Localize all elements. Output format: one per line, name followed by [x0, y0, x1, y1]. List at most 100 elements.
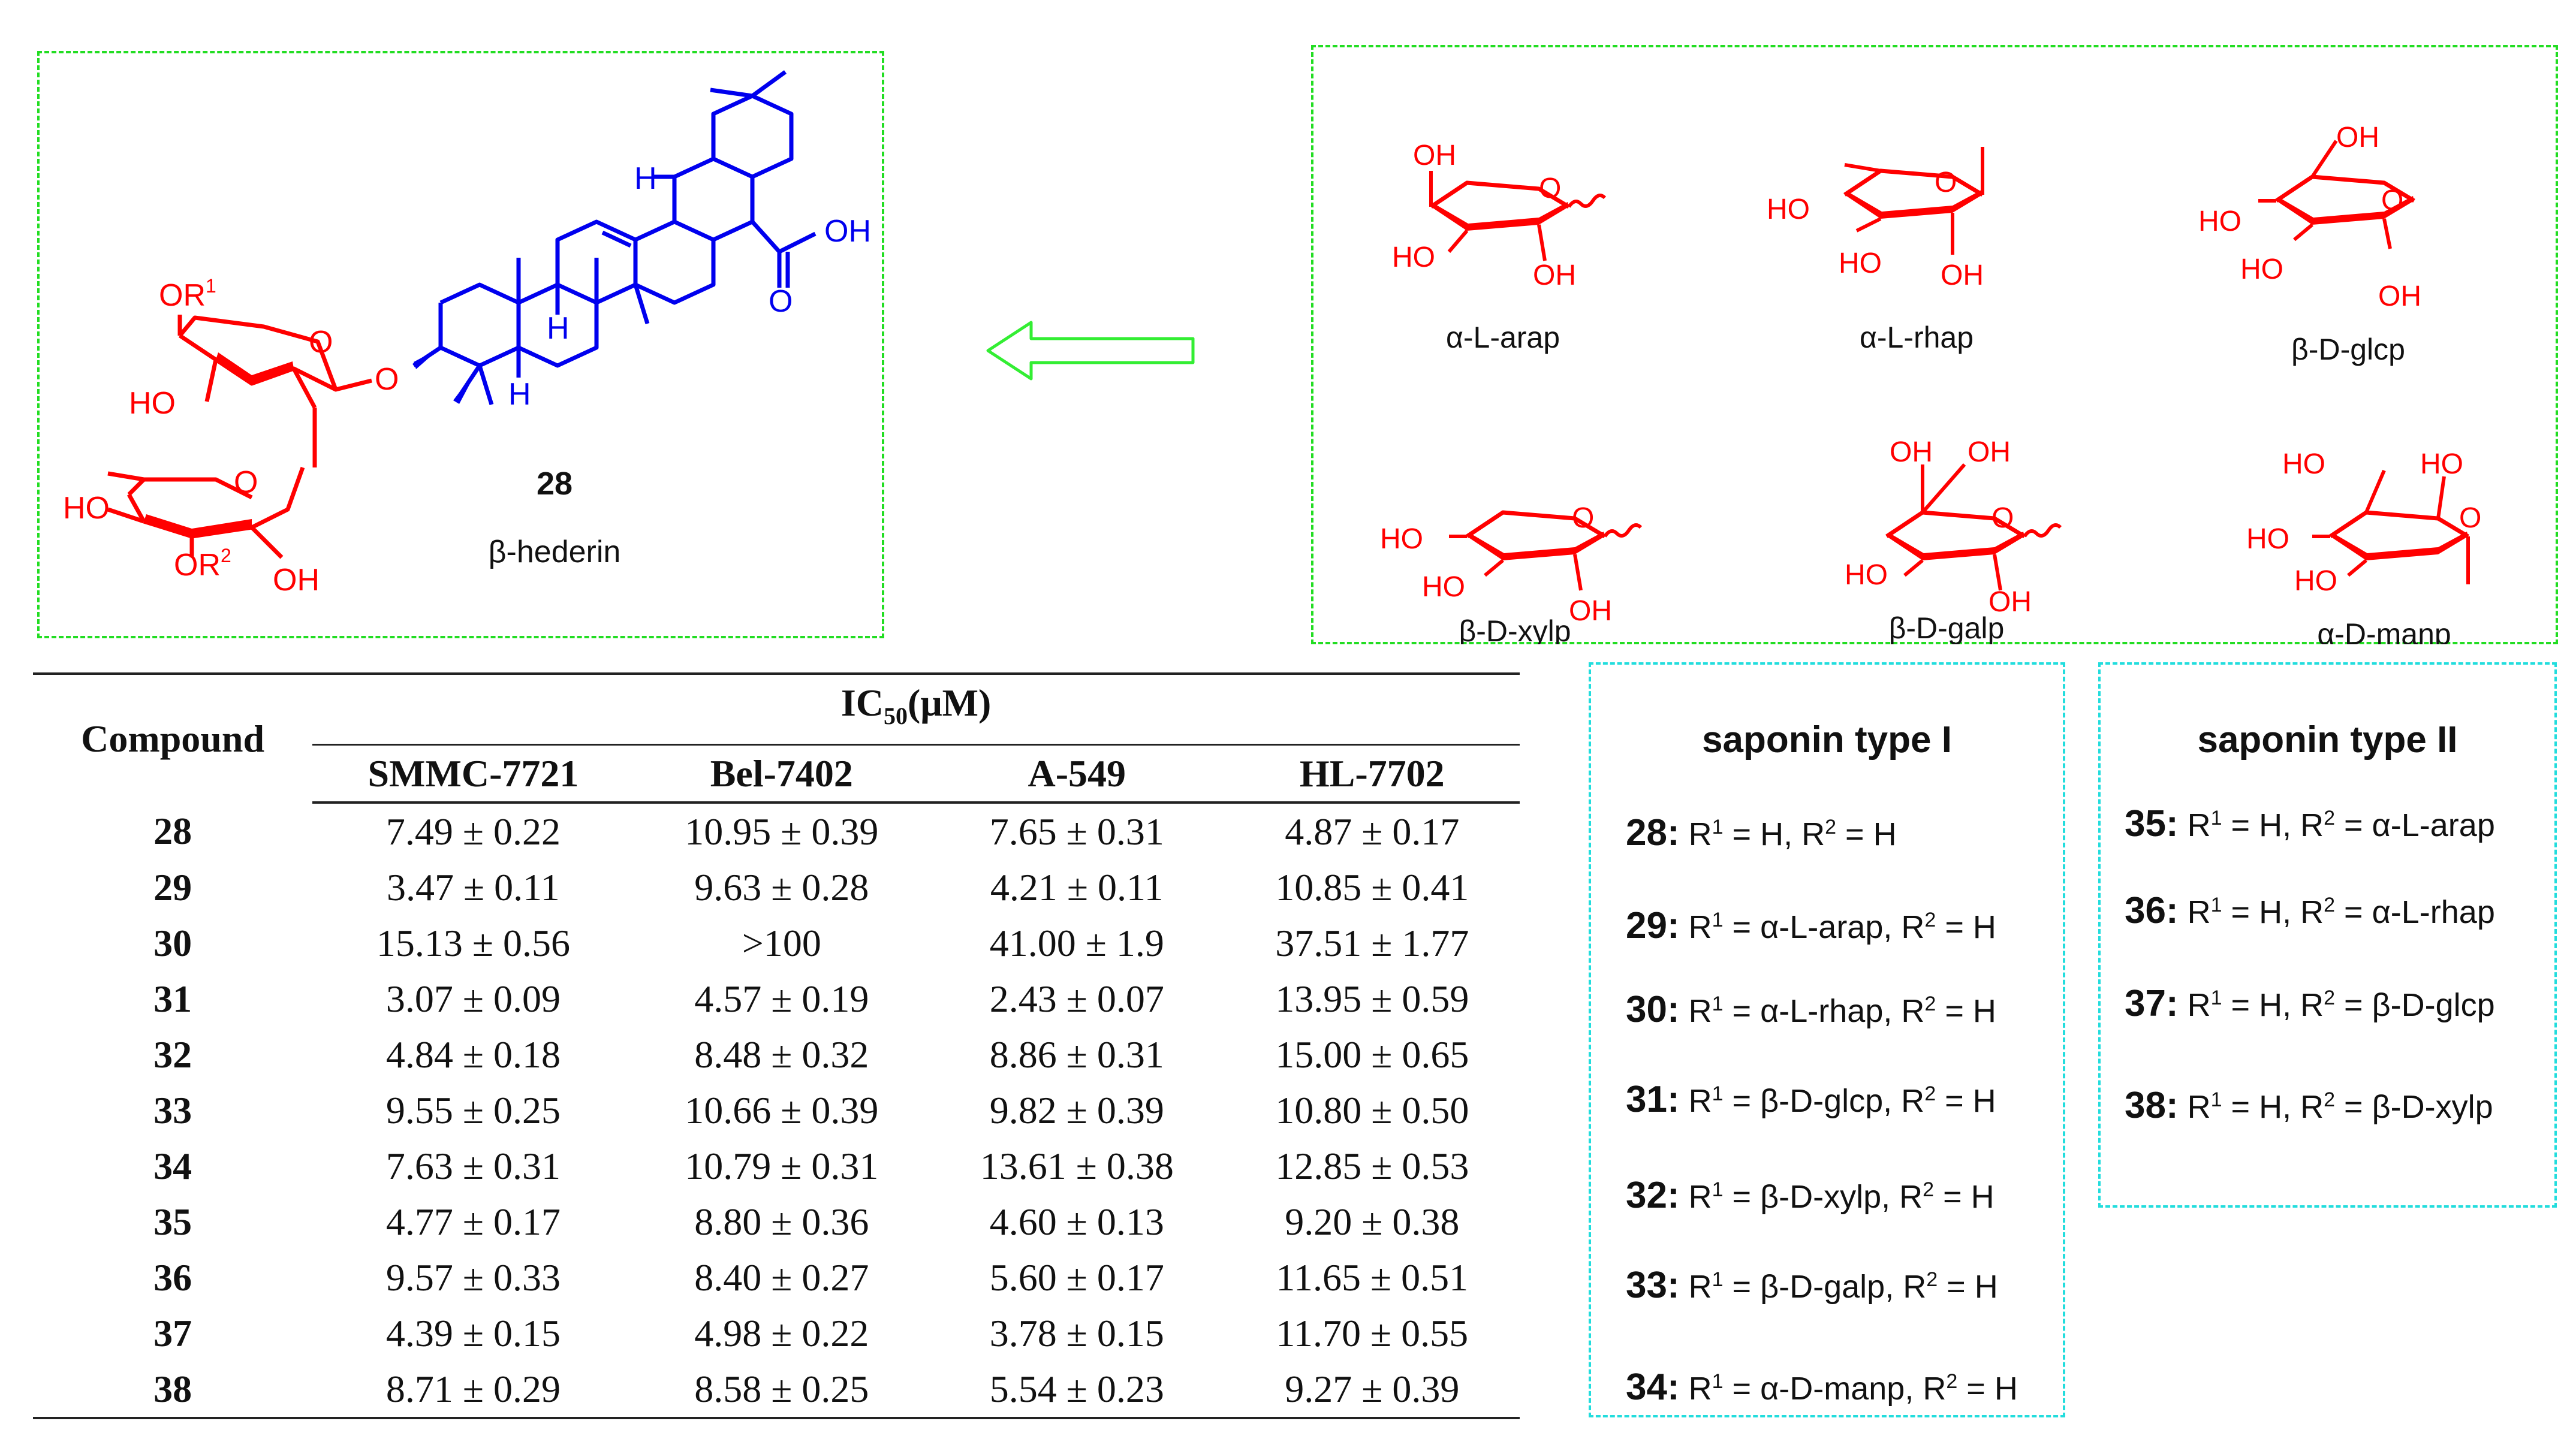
sugar-label: α-L-rhap [1860, 321, 1974, 354]
ic50-value: 7.65 ± 0.31 [989, 810, 1164, 853]
compound-id: 34 [153, 1144, 192, 1187]
svg-text:HO: HO [2246, 523, 2289, 555]
ho-label-upper: HO [129, 386, 176, 421]
ic50-value: 9.57 ± 0.33 [385, 1256, 561, 1299]
o-label-upper-ring: O [309, 325, 333, 360]
substituent-row: 30: R1 = α-L-rhap, R2 = H [1626, 989, 1996, 1030]
or1-label: OR1 [159, 275, 216, 313]
ic50-value: 4.39 ± 0.15 [385, 1311, 561, 1354]
ic50-value: 4.60 ± 0.13 [989, 1200, 1164, 1243]
row-id: 34: [1626, 1366, 1680, 1408]
ic50-value: 4.21 ± 0.11 [990, 865, 1164, 909]
substituent-row: 33: R1 = β-D-galp, R2 = H [1626, 1265, 1998, 1306]
sugar-label: β-D-xylp [1459, 614, 1571, 644]
ic50-value: 2.43 ± 0.07 [989, 977, 1164, 1020]
r1-value: α-L-arap [1760, 909, 1884, 945]
ho-label-lower: HO [63, 491, 110, 526]
r1-value: β-D-galp [1760, 1269, 1885, 1305]
svg-text:O: O [2381, 185, 2403, 216]
ic50-value: 41.00 ± 1.9 [989, 921, 1164, 964]
substituent-row: 28: R1 = H, R2 = H [1626, 812, 1897, 853]
col-header: Bel-7402 [634, 744, 930, 804]
ic50-value: 10.80 ± 0.50 [1275, 1088, 1469, 1132]
ic50-value: 13.95 ± 0.59 [1275, 977, 1469, 1020]
svg-text:OH: OH [1890, 436, 1933, 468]
ic50-table: Compound IC50(μM) SMMC-7721 Bel-7402 A-5… [33, 672, 1520, 1419]
svg-text:HO: HO [2198, 206, 2241, 237]
row-id: 32: [1626, 1175, 1680, 1216]
ic50-value: 10.95 ± 0.39 [685, 810, 879, 853]
svg-text:HO: HO [1845, 559, 1888, 591]
oh-label-lower: OH [273, 563, 320, 598]
ic50-value: 10.85 ± 0.41 [1275, 865, 1469, 909]
ic50-value: 12.85 ± 0.53 [1275, 1144, 1469, 1187]
left-arrow-icon [986, 321, 1195, 381]
row-id: 33: [1626, 1265, 1680, 1306]
svg-text:O: O [1935, 167, 1957, 198]
ic50-value: 8.86 ± 0.31 [989, 1033, 1164, 1076]
ic50-value: 11.65 ± 0.51 [1276, 1256, 1469, 1299]
row-id: 38: [2125, 1085, 2179, 1126]
substituent-row: 32: R1 = β-D-xylp, R2 = H [1626, 1175, 1994, 1216]
saponin-type-2-box: saponin type II 35: R1 = H, R2 = α-L-ara… [2098, 662, 2557, 1208]
r2-value: H [1873, 816, 1897, 852]
ic50-value: 5.54 ± 0.23 [929, 1360, 1225, 1419]
r1-value: H [2259, 807, 2283, 843]
carboxyl-oh-label: OH [824, 214, 871, 249]
ic50-value: 3.07 ± 0.09 [385, 977, 561, 1020]
ic50-value: 8.48 ± 0.32 [694, 1033, 869, 1076]
sugar-label: β-D-galp [1889, 611, 2005, 644]
svg-text:HO: HO [1839, 248, 1882, 279]
r2-value: H [1994, 1371, 2018, 1407]
substituent-row: 34: R1 = α-D-manp, R2 = H [1626, 1366, 2018, 1408]
svg-text:HO: HO [1380, 523, 1423, 555]
r2-value: α-L-rhap [2372, 894, 2495, 930]
type-2-title: saponin type II [2197, 719, 2458, 761]
compound-id: 35 [153, 1200, 192, 1243]
r1-value: H [2259, 987, 2283, 1023]
ic50-header: IC50(μM) [312, 674, 1520, 746]
row-id: 30: [1626, 989, 1680, 1030]
h-label-18: H [634, 161, 657, 196]
ic50-value: 8.71 ± 0.29 [312, 1360, 634, 1419]
ic50-value: 9.55 ± 0.25 [385, 1088, 561, 1132]
svg-text:O: O [2459, 502, 2481, 534]
o-label-lower-ring: O [234, 465, 258, 500]
r2-value: H [1974, 1269, 1998, 1305]
svg-text:HO: HO [1392, 242, 1435, 273]
svg-text:HO: HO [1422, 571, 1465, 603]
ic50-value: >100 [742, 921, 821, 964]
row-id: 35: [2125, 803, 2179, 844]
compound-id: 31 [153, 977, 192, 1020]
compound-id: 32 [153, 1033, 192, 1076]
compound-id: 37 [153, 1311, 192, 1354]
substituent-row: 31: R1 = β-D-glcp, R2 = H [1626, 1079, 1996, 1120]
ic50-value: 4.98 ± 0.22 [694, 1311, 869, 1354]
glycosidic-o-label: O [375, 362, 399, 397]
ic50-value: 4.87 ± 0.17 [1285, 810, 1460, 853]
svg-text:OH: OH [2378, 280, 2421, 312]
ic50-value: 5.60 ± 0.17 [989, 1256, 1164, 1299]
ic50-value: 8.80 ± 0.36 [694, 1200, 869, 1243]
svg-text:OH: OH [1533, 260, 1576, 291]
type-1-title: saponin type I [1702, 719, 1952, 761]
ic50-value: 10.66 ± 0.39 [685, 1088, 879, 1132]
r2-value: H [1972, 993, 1996, 1029]
r1-value: α-D-manp [1760, 1371, 1905, 1407]
compound-id: 36 [153, 1256, 192, 1299]
svg-text:OH: OH [1569, 595, 1612, 627]
compound-id: 30 [153, 921, 192, 964]
sugar-box [1311, 45, 2558, 644]
r2-value: H [1972, 909, 1996, 945]
